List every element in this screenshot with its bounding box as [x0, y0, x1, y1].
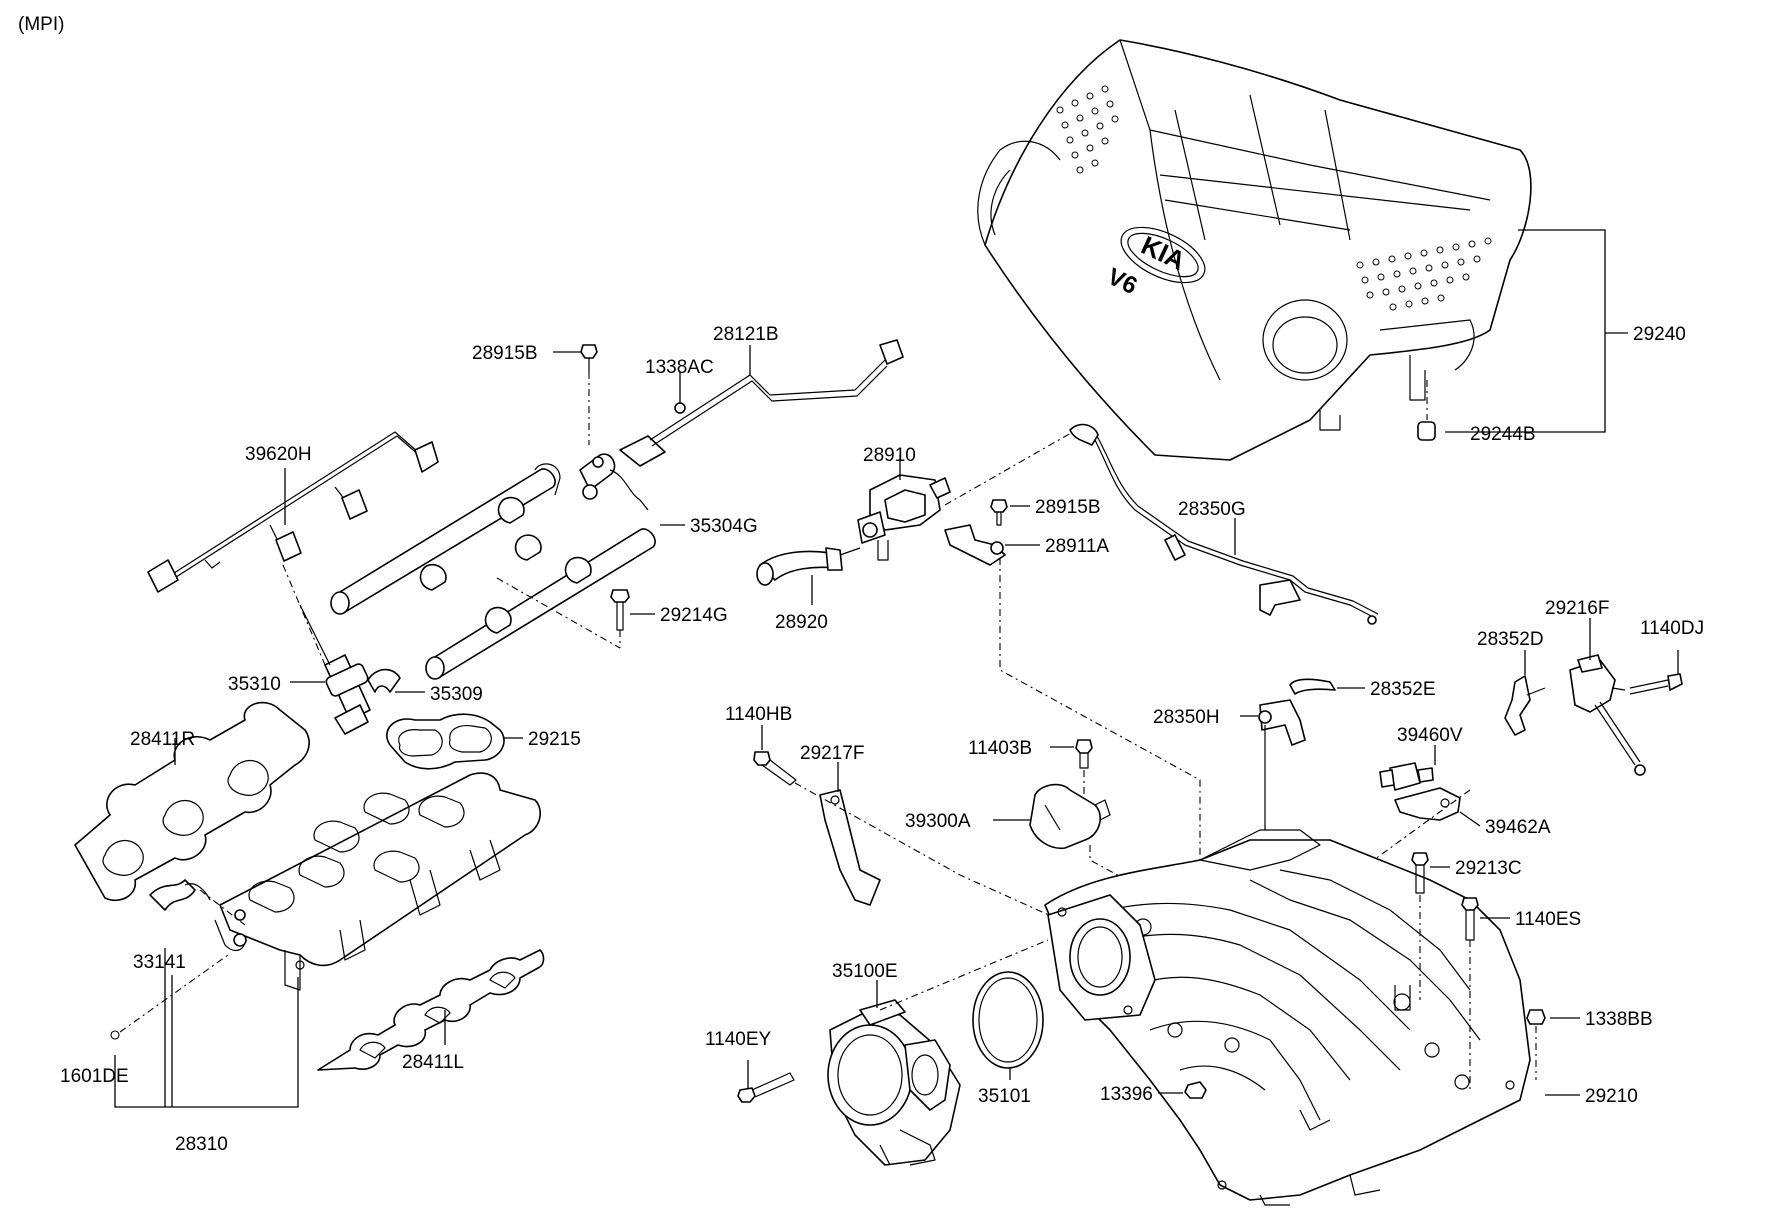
bolt-28915B-a	[580, 344, 598, 445]
purge-valve-28910	[857, 474, 951, 561]
gasket-35101	[972, 971, 1044, 1069]
label-13396: 13396	[1100, 1084, 1153, 1105]
connector-28350H	[1258, 699, 1306, 830]
throttle-body-flange	[1047, 894, 1156, 1021]
label-1140DJ: 1140DJ	[1640, 618, 1704, 639]
label-39460V: 39460V	[1397, 725, 1463, 746]
nut-1338BB	[1526, 1009, 1546, 1080]
leader-28310	[114, 975, 299, 1108]
throttle-body-35100E	[827, 999, 961, 1166]
bolt-11403B	[1075, 739, 1093, 795]
bolt-29213C	[1411, 852, 1429, 1000]
label-28352D: 28352D	[1477, 629, 1544, 650]
label-1140ES: 1140ES	[1515, 909, 1581, 930]
label-28352E: 28352E	[1370, 679, 1436, 700]
gasket-28411L	[317, 949, 545, 1071]
bolt-1140HB	[753, 751, 797, 786]
label-29244B: 29244B	[1470, 424, 1536, 445]
label-28350H: 28350H	[1153, 707, 1220, 728]
label-28920: 28920	[775, 612, 828, 633]
label-28411L: 28411L	[402, 1052, 464, 1073]
gasket-29215	[386, 713, 505, 770]
label-11403B: 11403B	[968, 738, 1032, 759]
solenoid-39460V	[1379, 762, 1434, 791]
label-35304G: 35304G	[690, 516, 758, 537]
lower-intake-manifold	[214, 772, 541, 991]
label-1140EY: 1140EY	[705, 1029, 772, 1050]
bracket-28911A	[944, 524, 1006, 566]
cover-vent-holes-left	[1056, 85, 1119, 174]
label-39462A: 39462A	[1485, 817, 1551, 838]
hose-33141	[149, 879, 246, 926]
label-35101: 35101	[978, 1086, 1031, 1107]
label-29210: 29210	[1585, 1086, 1638, 1107]
bolt-1140DJ	[1629, 673, 1683, 695]
bolt-1140EY	[737, 1072, 795, 1103]
label-35309: 35309	[430, 684, 483, 705]
bracket-39462A	[1394, 787, 1461, 821]
label-39620H: 39620H	[245, 444, 312, 465]
label-29240: 29240	[1633, 324, 1686, 345]
label-29216F: 29216F	[1545, 598, 1609, 619]
label-35310: 35310	[228, 674, 281, 695]
label-1601DE: 1601DE	[60, 1066, 129, 1087]
hose-28352E	[1289, 678, 1336, 695]
label-28121B: 28121B	[713, 324, 779, 345]
grommet-29244B	[1417, 380, 1436, 441]
bolt-28915B-b	[990, 499, 1008, 526]
label-28915B-a: 28915B	[472, 343, 538, 364]
bolt-1140ES	[1461, 897, 1479, 1090]
label-28310: 28310	[175, 1134, 228, 1155]
label-28910: 28910	[863, 445, 916, 466]
label-29217F: 29217F	[800, 743, 864, 764]
injector-35310	[282, 564, 371, 735]
bracket-29217F	[819, 789, 881, 906]
wiring-harness-39620H	[147, 431, 439, 593]
engine-cover: KIA V6	[977, 39, 1532, 461]
bolt-29214G	[610, 589, 630, 631]
label-29215: 29215	[528, 729, 581, 750]
actuator-29216F	[1569, 654, 1646, 776]
label-29213C: 29213C	[1455, 858, 1522, 879]
label-29214G: 29214G	[660, 605, 728, 626]
label-28915B-b: 28915B	[1035, 497, 1101, 518]
label-35100E: 35100E	[832, 961, 898, 982]
variant-label: (MPI)	[18, 14, 64, 35]
label-28911A: 28911A	[1045, 536, 1109, 557]
label-28411R: 28411R	[130, 729, 195, 750]
label-39300A: 39300A	[905, 811, 971, 832]
plug-1601DE	[110, 954, 229, 1040]
leader-29240	[1445, 229, 1606, 433]
nut-13396	[1184, 1081, 1207, 1099]
fuel-feed-tube-28121B	[592, 339, 904, 468]
hose-28920	[756, 547, 861, 586]
hose-28352D	[1504, 675, 1546, 736]
sensor-39300A	[1029, 783, 1111, 850]
vacuum-tube-28350G	[1069, 423, 1379, 625]
label-1140HB: 1140HB	[725, 704, 792, 725]
clip-35309	[367, 668, 401, 693]
cover-vent-holes-right	[1356, 237, 1492, 311]
label-33141: 33141	[133, 952, 186, 973]
label-28350G: 28350G	[1178, 499, 1246, 520]
label-1338BB: 1338BB	[1585, 1009, 1653, 1030]
label-1338AC: 1338AC	[645, 357, 714, 378]
fuel-rail-assembly	[330, 453, 656, 680]
